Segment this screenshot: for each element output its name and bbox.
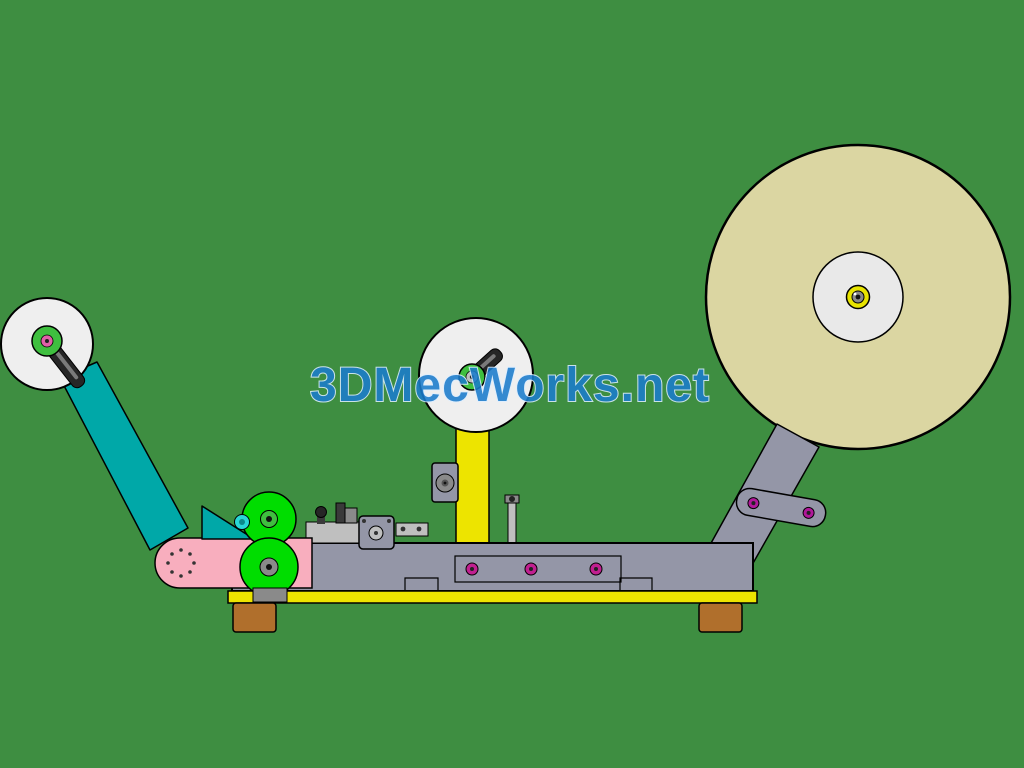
dancer-hub-dot [469, 374, 475, 380]
guide-pin [504, 494, 520, 546]
link-screw-right-dot [806, 510, 811, 515]
cyan-knob-dot [239, 519, 245, 525]
clamp-screw-head [315, 506, 327, 518]
clamp-assembly [305, 502, 361, 544]
support-link-bar [735, 487, 827, 528]
teal-wedge [201, 505, 255, 540]
clamp-jaw [344, 507, 358, 524]
machine-base [231, 502, 754, 592]
hole-dot [188, 552, 192, 556]
perforation-holes [166, 548, 196, 578]
roll-center-dot [855, 294, 861, 300]
link-screw-left-dot [751, 501, 756, 506]
guide-roller-top-dot [266, 516, 272, 522]
guide-roller-bottom-dot [266, 564, 272, 570]
clamp-tab [335, 502, 346, 524]
guide-bracket-roller-dot [443, 481, 447, 485]
hole-dot [170, 552, 174, 556]
hole-dot [179, 548, 183, 552]
unwind-disc-assembly [0, 297, 94, 391]
screw-plate-body [454, 555, 622, 583]
support-link [735, 487, 827, 528]
guide-pin-tip [509, 496, 515, 502]
foot-right [698, 602, 743, 633]
slide-block [358, 515, 395, 550]
slide-block-screw-a [362, 519, 366, 523]
label-roll [704, 143, 1012, 451]
slide-block-screw-b [387, 519, 391, 523]
roller-mount-base [252, 587, 288, 603]
foot-left [232, 602, 277, 633]
base-screw-3-dot [594, 567, 598, 571]
hole-dot [170, 570, 174, 574]
mount-bar-dot-a [400, 526, 406, 532]
dancer-disc-assembly [418, 317, 534, 433]
mount-bar [395, 522, 429, 537]
roll-center-highlight [853, 292, 857, 296]
guide-pin-shaft [507, 499, 517, 546]
screw-plate [454, 555, 622, 583]
mount-bar-body [395, 522, 429, 537]
bottom-plate [227, 590, 758, 604]
base-slot-left [404, 577, 439, 591]
guide-rollers [239, 491, 299, 603]
mount-bar-dot-b [416, 526, 422, 532]
hole-dot [188, 570, 192, 574]
hole-dot [166, 561, 170, 565]
slide-block-dot [374, 531, 378, 535]
base-slot-right [619, 577, 653, 591]
hole-dot [192, 561, 196, 565]
unwind-hub-dot [45, 339, 49, 343]
unwind-handle-shine [53, 348, 79, 380]
unwind-clamp-handle [47, 344, 86, 389]
hole-dot [179, 574, 183, 578]
watermark: 3DMecWorks.net [309, 358, 710, 413]
watermark-text: 3DMecWorks.net [310, 359, 710, 412]
base-screw-2-dot [529, 567, 533, 571]
clamp-base-block [305, 521, 361, 544]
base-screw-1-dot [470, 567, 474, 571]
clamp-screw-stem [317, 514, 325, 524]
cyan-knob [234, 514, 250, 530]
